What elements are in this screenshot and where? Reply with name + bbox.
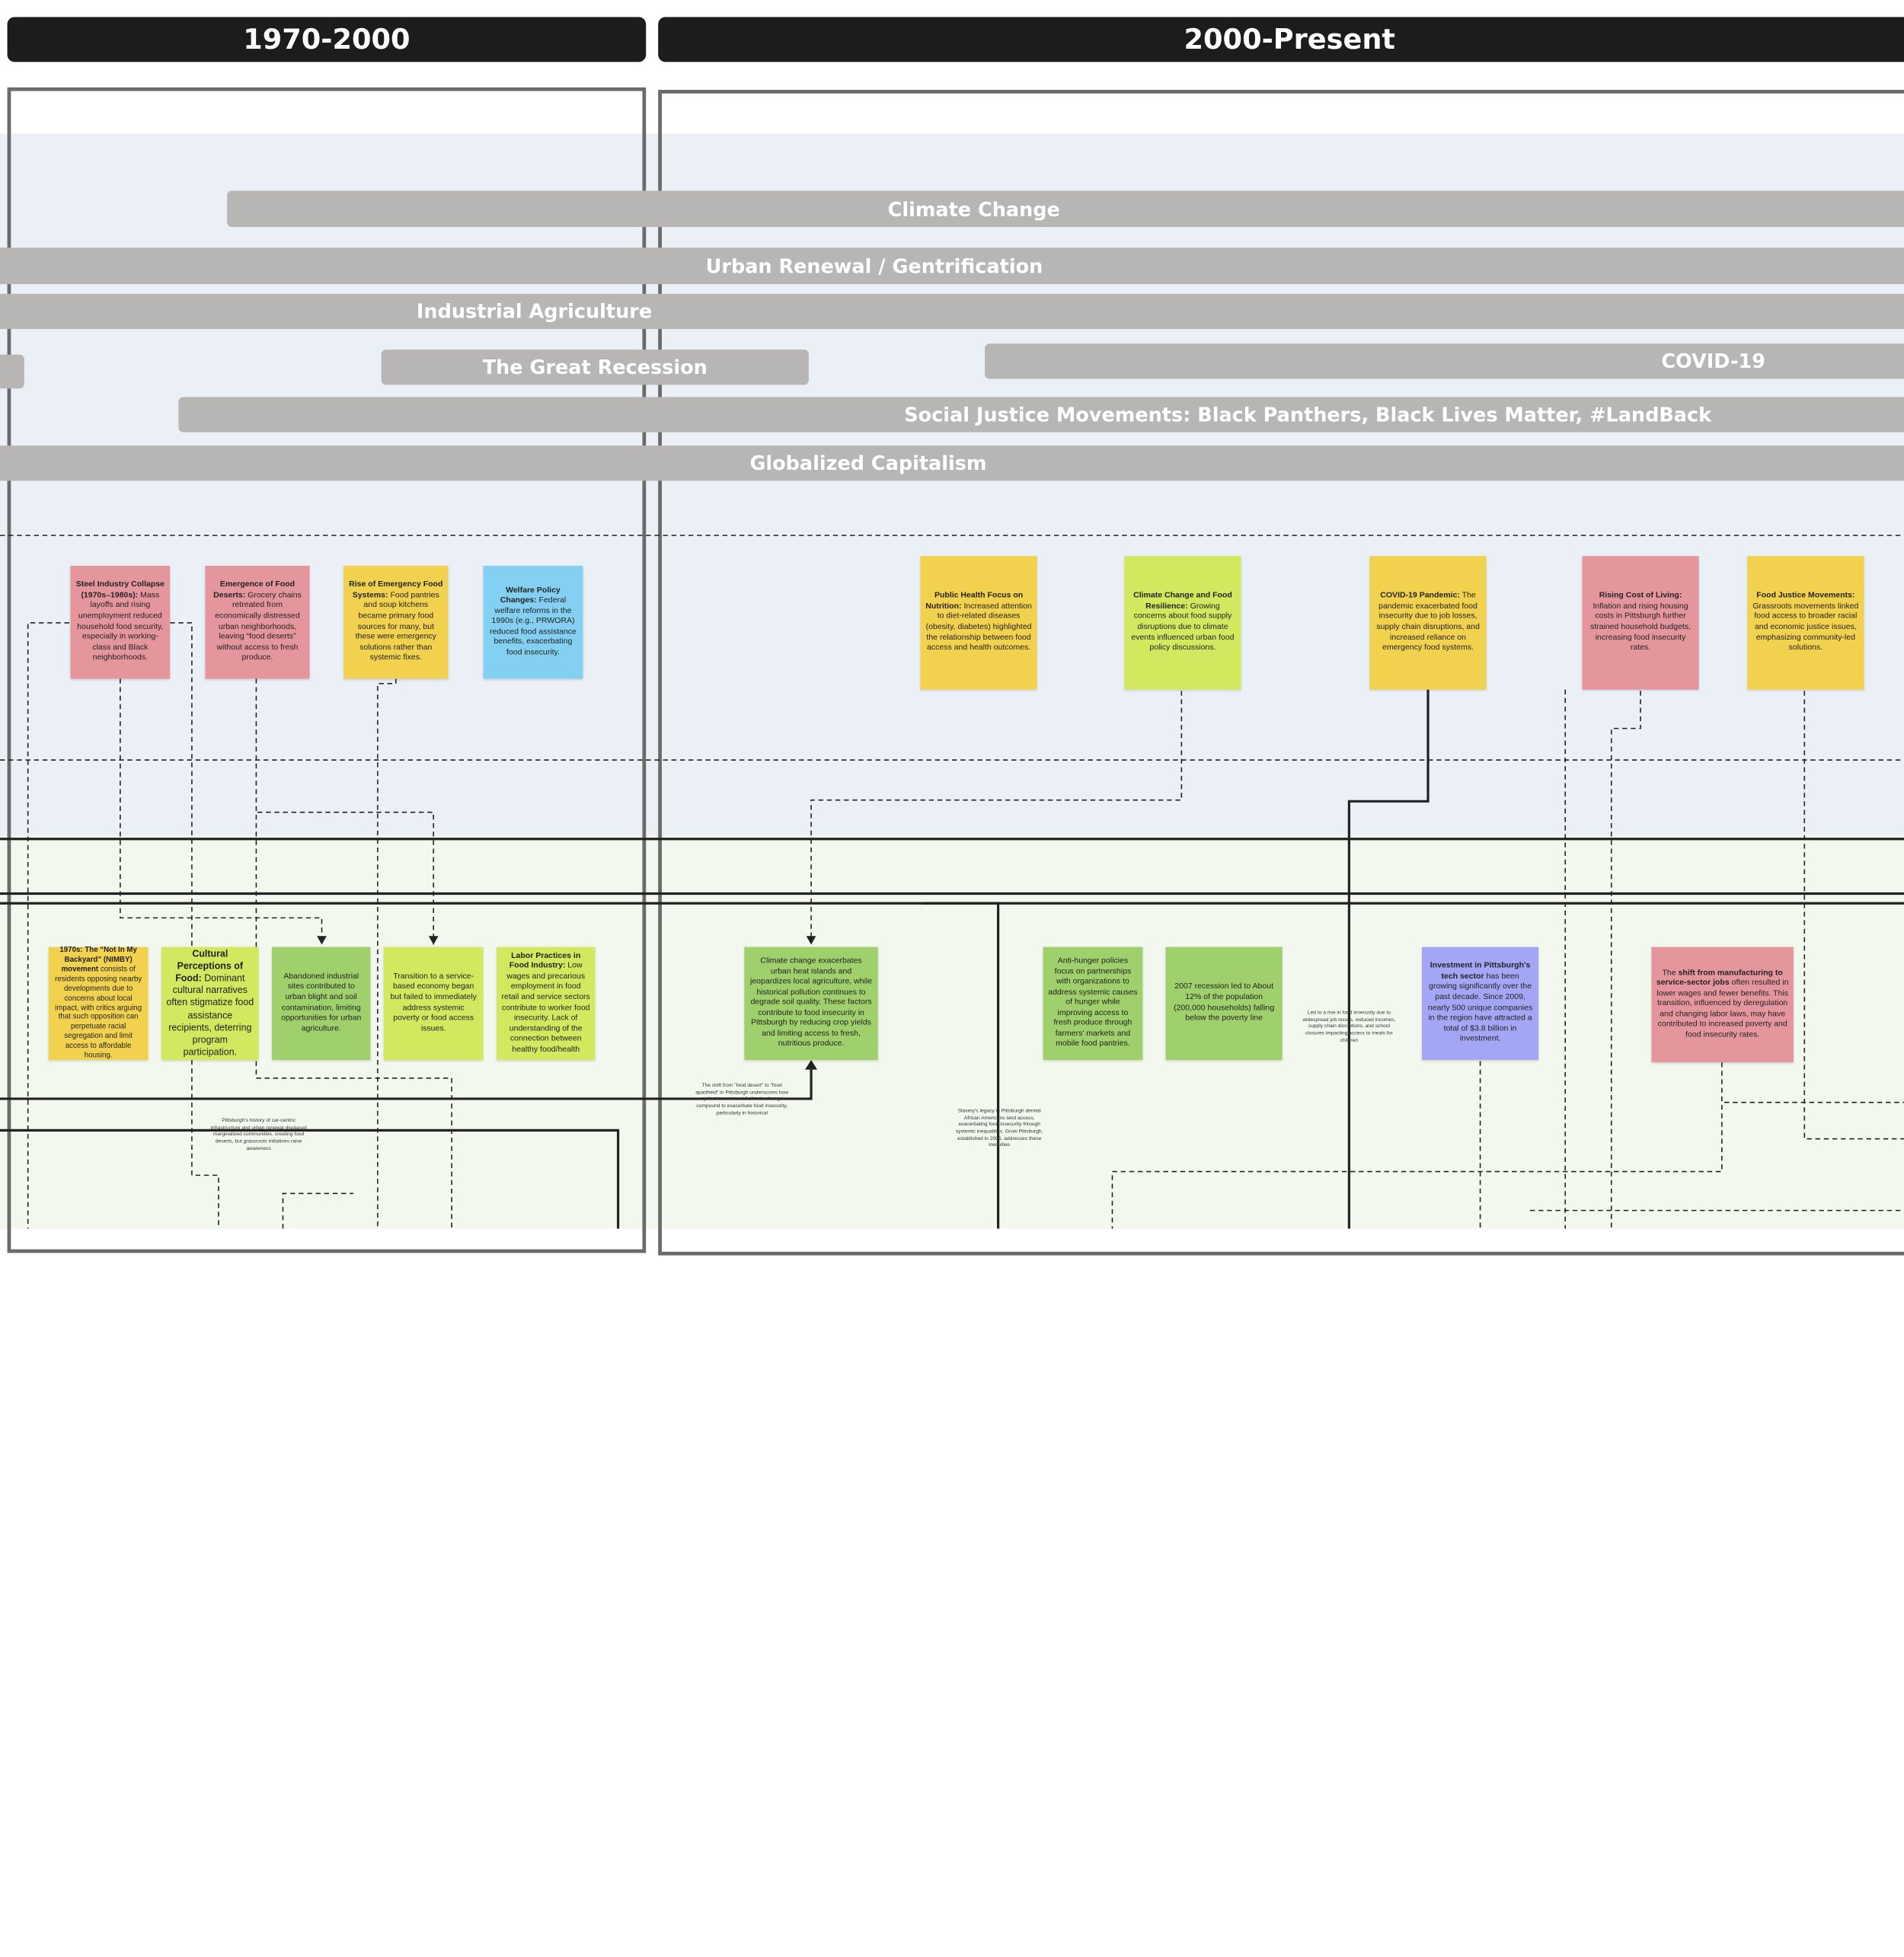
note-text: Transition to a service-based economy be… — [388, 972, 478, 1035]
note-steel-industry-collapse[interactable]: Steel Industry Collapse (1970s–1980s): M… — [70, 565, 171, 679]
note-body: Grassroots movements linked food access … — [1752, 602, 1859, 653]
bar-prior-period-end — [0, 354, 24, 389]
bar-covid-19[interactable]: COVID-19 — [985, 343, 1904, 379]
bar-great-recession[interactable]: The Great Recession — [381, 350, 809, 385]
note-text: COVID-19 Pandemic: The pandemic exacerba… — [1375, 592, 1481, 654]
connector-lines — [0, 535, 1904, 1229]
note-body: often resulted in lower wages and fewer … — [1656, 978, 1789, 1039]
annotation-food-apartheid: The shift from "food desert" to "food ap… — [695, 1081, 789, 1116]
annotation-car-centric-infrastructure: Pittsburgh's history of car-centric infr… — [210, 1116, 307, 1151]
note-text: Food Justice Movements: Grassroots movem… — [1752, 592, 1859, 654]
note-cultural-perceptions-of-food[interactable]: Cultural Perceptions of Food: Dominant c… — [161, 947, 259, 1060]
note-text: Anti-hunger policies focus on partnershi… — [1048, 956, 1138, 1050]
note-title: Food Justice Movements: — [1756, 591, 1855, 601]
note-text: The shift from manufacturing to service-… — [1656, 969, 1789, 1042]
note-body: Low wages and precarious employment in f… — [501, 962, 590, 1054]
note-body: Federal welfare reforms in the 1990s (e.… — [489, 595, 577, 657]
note-body: Increased attention to diet-related dise… — [925, 602, 1032, 653]
note-abandoned-industrial-sites[interactable]: Abandoned industrial sites contributed t… — [272, 947, 371, 1060]
note-text: Emergence of Food Deserts: Grocery chain… — [210, 581, 305, 664]
note-text: Climate change exacerbates urban heat is… — [749, 956, 874, 1050]
note-food-justice-movements[interactable]: Food Justice Movements: Grassroots movem… — [1747, 556, 1864, 690]
note-rise-emergency-food-systems[interactable]: Rise of Emergency Food Systems: Food pan… — [343, 565, 449, 679]
annotation-slavery-legacy: Slavery's legacy in Pittsburgh denied Af… — [955, 1107, 1043, 1148]
note-2007-recession-poverty[interactable]: 2007 recession led to About 12% of the p… — [1165, 947, 1283, 1060]
note-emergence-food-deserts[interactable]: Emergence of Food Deserts: Grocery chain… — [205, 565, 310, 679]
bar-urban-renewal[interactable]: Urban Renewal / Gentrification — [0, 247, 1904, 285]
note-title: COVID-19 Pandemic: — [1380, 591, 1460, 601]
note-public-health-nutrition[interactable]: Public Health Focus on Nutrition: Increa… — [920, 556, 1037, 690]
note-body: has been growing significantly over the … — [1427, 972, 1533, 1043]
note-title: Climate Change and Food Resilience: — [1133, 591, 1232, 611]
note-title: Emergence of Food Deserts: — [213, 580, 296, 600]
note-labor-practices-food-industry[interactable]: Labor Practices in Food Industry: Low wa… — [497, 947, 596, 1060]
note-text: Steel Industry Collapse (1970s–1980s): M… — [75, 581, 165, 664]
bar-globalized-capitalism[interactable]: Globalized Capitalism — [0, 445, 1904, 481]
note-body: Mass layoffs and rising unemployment red… — [77, 591, 164, 662]
note-body: Grocery chains retreated from economical… — [215, 591, 302, 662]
note-welfare-policy-changes[interactable]: Welfare Policy Changes: Federal welfare … — [483, 565, 583, 679]
note-body: Abandoned industrial sites contributed t… — [281, 972, 362, 1033]
note-text: 2007 recession led to About 12% of the p… — [1171, 982, 1277, 1024]
note-title: Rise of Emergency Food Systems: — [349, 580, 443, 600]
note-body: Growing concerns about food supply disru… — [1131, 602, 1235, 653]
note-body: Anti-hunger policies focus on partnershi… — [1048, 956, 1138, 1049]
note-climate-change-food-resilience[interactable]: Climate Change and Food Resilience: Grow… — [1124, 556, 1241, 690]
note-body: The pandemic exacerbated food insecurity… — [1376, 591, 1480, 653]
bar-label: Industrial Agriculture — [416, 299, 653, 324]
era-header-1970-2000[interactable]: 1970-2000 — [7, 17, 647, 62]
note-pittsburgh-tech-investment[interactable]: Investment in Pittsburgh's tech sector h… — [1422, 947, 1539, 1060]
bar-industrial-agriculture[interactable]: Industrial Agriculture — [0, 293, 1904, 330]
note-body: Transition to a service-based economy be… — [390, 972, 477, 1033]
bar-social-justice-movements[interactable]: Social Justice Movements: Black Panthers… — [178, 397, 1904, 433]
note-anti-hunger-policies[interactable]: Anti-hunger policies focus on partnershi… — [1043, 947, 1143, 1060]
note-body: consists of residents opposing nearby de… — [55, 965, 142, 1061]
note-text: Abandoned industrial sites contributed t… — [277, 972, 366, 1035]
note-title: Public Health Focus on Nutrition: — [925, 591, 1024, 611]
note-text: Rise of Emergency Food Systems: Food pan… — [349, 581, 443, 664]
note-climate-urban-heat-islands[interactable]: Climate change exacerbates urban heat is… — [744, 947, 878, 1060]
note-prefix: The — [1662, 968, 1679, 977]
note-covid-19-pandemic[interactable]: COVID-19 Pandemic: The pandemic exacerba… — [1369, 556, 1487, 690]
bar-label: Climate Change — [887, 197, 1060, 221]
note-title: Investment in Pittsburgh's tech sector — [1430, 962, 1531, 981]
note-text: Cultural Perceptions of Food: Dominant c… — [166, 948, 254, 1058]
bar-label: The Great Recession — [482, 356, 708, 379]
note-text: Rising Cost of Living: Inflation and ris… — [1587, 592, 1694, 654]
note-text: Public Health Focus on Nutrition: Increa… — [925, 592, 1032, 654]
note-body: Dominant cultural narratives often stigm… — [166, 972, 254, 1058]
note-title: Steel Industry Collapse (1970s–1980s): — [75, 580, 165, 600]
note-title: shift from manufacturing to service-sect… — [1656, 968, 1783, 988]
note-text: Welfare Policy Changes: Federal welfare … — [488, 586, 578, 659]
note-title: 1970s: The “Not In My Backyard” (NIMBY) … — [59, 945, 137, 974]
note-service-based-economy[interactable]: Transition to a service-based economy be… — [383, 947, 484, 1060]
note-text: Investment in Pittsburgh's tech sector h… — [1426, 962, 1533, 1045]
note-body: Food pantries and soup kitchens became p… — [355, 591, 439, 662]
note-title: Rising Cost of Living: — [1599, 591, 1682, 601]
note-text: Labor Practices in Food Industry: Low wa… — [501, 951, 590, 1056]
note-shift-manufacturing-service[interactable]: The shift from manufacturing to service-… — [1651, 947, 1794, 1063]
note-text: 1970s: The “Not In My Backyard” (NIMBY) … — [53, 946, 143, 1062]
note-body: Inflation and rising housing costs in Pi… — [1589, 602, 1692, 653]
annotation-covid-job-losses: Led to a rise in food insecurity due to … — [1302, 1008, 1396, 1043]
bar-label: Globalized Capitalism — [749, 452, 987, 475]
note-body: Climate change exacerbates urban heat is… — [749, 956, 873, 1049]
bar-label: COVID-19 — [1661, 350, 1766, 373]
bar-climate-change[interactable]: Climate Change — [227, 190, 1904, 228]
note-nimby-movement[interactable]: 1970s: The “Not In My Backyard” (NIMBY) … — [48, 946, 149, 1062]
bar-label: Urban Renewal / Gentrification — [705, 254, 1043, 278]
era-header-2000-present[interactable]: 2000-Present — [658, 17, 1904, 62]
note-title: Labor Practices in Food Industry: — [509, 951, 581, 971]
note-body: 2007 recession led to About 12% of the p… — [1174, 982, 1275, 1023]
note-text: Climate Change and Food Resilience: Grow… — [1129, 592, 1236, 654]
note-title: Cultural Perceptions of Food: — [175, 948, 244, 984]
note-rising-cost-of-living[interactable]: Rising Cost of Living: Inflation and ris… — [1582, 556, 1699, 690]
bar-label: Social Justice Movements: Black Panthers… — [904, 403, 1712, 426]
note-title: Welfare Policy Changes: — [500, 586, 561, 605]
